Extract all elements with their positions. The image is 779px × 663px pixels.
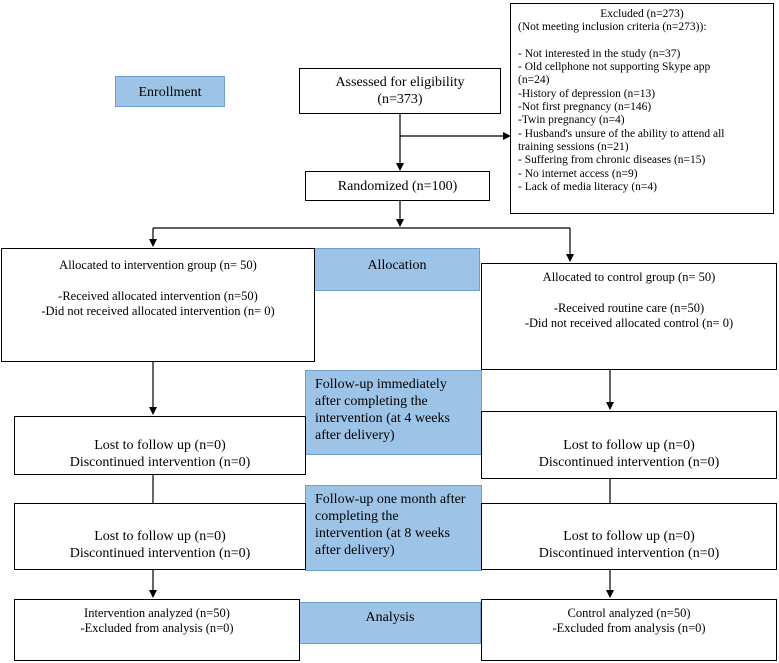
followup2-stage-label: Follow-up one month after completing the… — [305, 485, 482, 571]
enrollment-stage-label: Enrollment — [115, 76, 225, 107]
analysis-stage-label: Analysis — [299, 602, 481, 644]
allocation-stage-label: Allocation — [314, 248, 480, 291]
fu1-control-box: Lost to follow up (n=0) Discontinued int… — [481, 411, 777, 479]
analysis-control-box: Control analyzed (n=50) -Excluded from a… — [481, 599, 777, 661]
followup1-stage-label: Follow-up immediately after completing t… — [305, 370, 482, 455]
fu1-intervention-box: Lost to follow up (n=0) Discontinued int… — [14, 416, 306, 475]
allocated-intervention-box: Allocated to intervention group (n= 50) … — [1, 248, 315, 362]
fu2-intervention-box: Lost to follow up (n=0) Discontinued int… — [14, 503, 306, 570]
allocated-control-box: Allocated to control group (n= 50) -Rece… — [481, 263, 777, 370]
fu2-control-box: Lost to follow up (n=0) Discontinued int… — [481, 503, 777, 570]
randomized-box: Randomized (n=100) — [305, 171, 490, 201]
assessed-box: Assessed for eligibility (n=373) — [299, 68, 501, 114]
excluded-box: Excluded (n=273) (Not meeting inclusion … — [510, 3, 774, 214]
analysis-intervention-box: Intervention analyzed (n=50) -Excluded f… — [14, 599, 300, 661]
